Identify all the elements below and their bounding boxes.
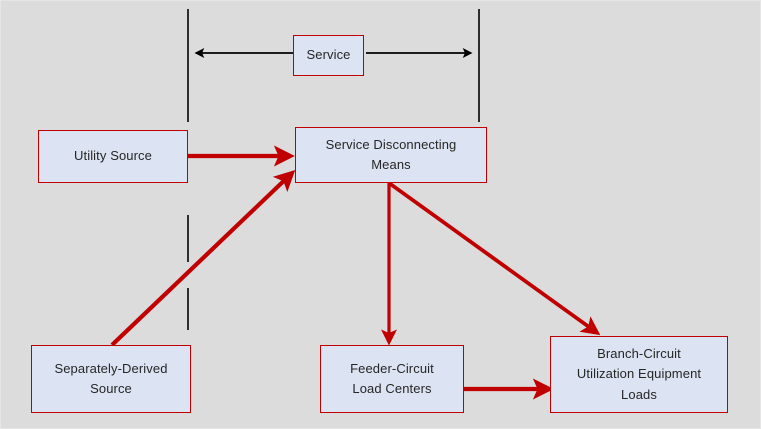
node-feeder-circuit-load-centers-label: Feeder-Circuit Load Centers [346, 359, 438, 399]
node-separately-derived-source-label: Separately-Derived Source [50, 359, 171, 399]
connector-separately-derived-source-to-service-disconnecting-means [110, 169, 296, 347]
node-branch-circuit-loads[interactable]: Branch-Circuit Utilization Equipment Loa… [550, 336, 728, 413]
node-feeder-circuit-load-centers[interactable]: Feeder-Circuit Load Centers [320, 345, 464, 413]
node-utility-source[interactable]: Utility Source [38, 130, 188, 183]
node-branch-circuit-loads-line1: Branch-Circuit [597, 346, 681, 362]
node-feeder-circuit-load-centers-line1: Feeder-Circuit [350, 360, 434, 376]
node-service-disconnecting-means[interactable]: Service Disconnecting Means [295, 127, 487, 183]
node-service-disconnecting-means-label: Service Disconnecting Means [322, 135, 461, 175]
node-service[interactable]: Service [293, 35, 364, 76]
node-branch-circuit-loads-line3: Loads [621, 386, 657, 402]
connector-service-disconnecting-means-to-branch-circuit-loads [387, 181, 601, 336]
node-separately-derived-source[interactable]: Separately-Derived Source [31, 345, 191, 413]
node-service-label: Service [306, 47, 351, 63]
node-branch-circuit-loads-label: Branch-Circuit Utilization Equipment Loa… [573, 344, 705, 404]
node-service-disconnecting-means-line1: Service Disconnecting [325, 136, 457, 152]
node-separately-derived-source-line1: Separately-Derived [54, 360, 168, 376]
node-service-disconnecting-means-line2: Means [371, 157, 411, 172]
node-separately-derived-source-line2: Source [90, 381, 132, 396]
node-utility-source-label: Utility Source [74, 148, 152, 164]
node-feeder-circuit-load-centers-line2: Load Centers [352, 381, 432, 396]
node-branch-circuit-loads-line2: Utilization Equipment [576, 366, 702, 382]
